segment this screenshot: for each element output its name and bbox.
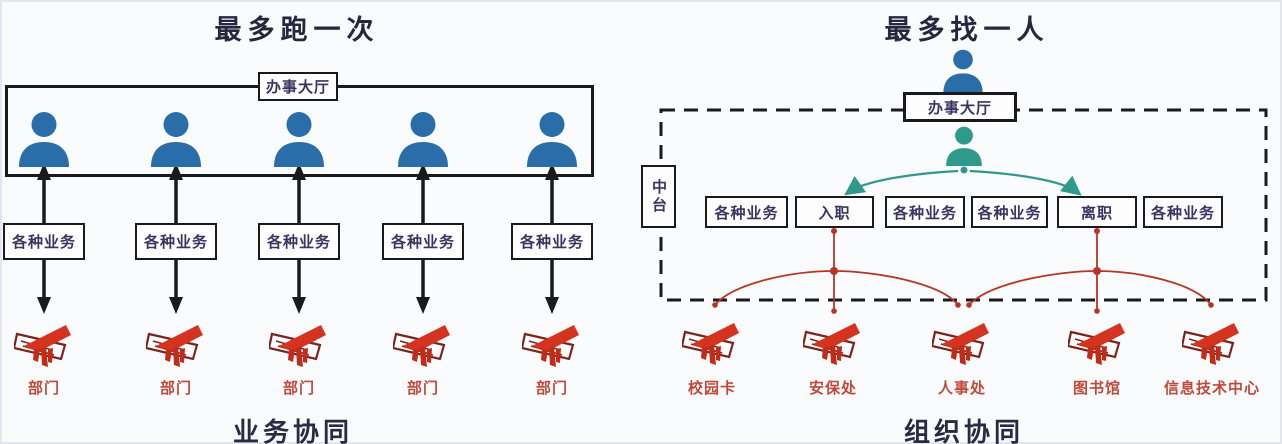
person-icon xyxy=(946,126,982,166)
department-label: 人事处 xyxy=(937,381,987,397)
department-icon xyxy=(1182,321,1241,367)
process-box: 各种业务 xyxy=(971,196,1048,228)
department-label: 部门 xyxy=(282,381,316,397)
person-icon xyxy=(151,112,201,167)
person-icon xyxy=(943,49,983,93)
department-label: 图书馆 xyxy=(1072,381,1122,397)
business-box: 各种业务 xyxy=(135,223,217,260)
department-icon xyxy=(682,321,741,367)
process-box-offboarding: 离职 xyxy=(1057,196,1137,228)
business-box: 各种业务 xyxy=(3,223,85,260)
department-icon xyxy=(932,321,991,367)
process-box: 各种业务 xyxy=(705,196,788,228)
service-hall-box: 办事大厅 xyxy=(903,92,1017,122)
department-label: 部门 xyxy=(159,381,193,397)
routing-curves xyxy=(712,228,1214,314)
department-label: 信息技术中心 xyxy=(1163,381,1261,397)
left-arrows xyxy=(37,163,559,314)
right-caption: 组织协同 xyxy=(903,418,1025,444)
process-box: 各种业务 xyxy=(1143,196,1223,228)
business-box: 各种业务 xyxy=(382,223,464,260)
service-hall-box: 办事大厅 xyxy=(258,72,338,101)
dispatch-curves xyxy=(844,166,1082,196)
process-box-onboarding: 入职 xyxy=(795,196,874,228)
department-icon xyxy=(14,323,73,369)
process-box: 各种业务 xyxy=(885,196,965,228)
department-label: 部门 xyxy=(406,381,440,397)
right-title: 最多找一人 xyxy=(884,15,1050,45)
left-title: 最多跑一次 xyxy=(214,15,380,45)
business-box: 各种业务 xyxy=(511,223,593,260)
department-icon xyxy=(803,321,862,367)
person-icon xyxy=(527,112,577,167)
department-label: 校园卡 xyxy=(687,381,737,397)
department-icon xyxy=(146,323,205,369)
left-caption: 业务协同 xyxy=(232,418,354,444)
department-icon xyxy=(269,323,328,369)
department-label: 部门 xyxy=(27,381,61,397)
department-label: 安保处 xyxy=(808,381,858,397)
department-icon xyxy=(393,323,452,369)
person-icon xyxy=(19,112,69,167)
department-icon xyxy=(522,323,581,369)
department-label: 部门 xyxy=(535,381,569,397)
person-icon xyxy=(398,112,448,167)
department-icon xyxy=(1068,321,1127,367)
middle-platform-box: 中台 xyxy=(641,165,676,228)
business-box: 各种业务 xyxy=(258,223,340,260)
person-icon xyxy=(274,112,324,167)
